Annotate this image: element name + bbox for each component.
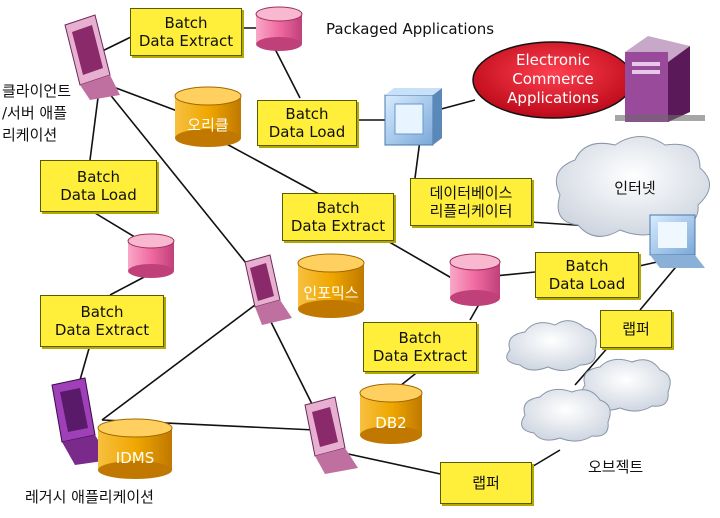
client-server-label: 클라이언트 /서버 애플 리케이션 <box>2 82 72 144</box>
cloud-icon <box>506 320 597 371</box>
packaged-applications-title: Packaged Applications <box>326 20 495 38</box>
box-text: 랩퍼 <box>622 320 650 338</box>
link <box>574 344 611 386</box>
cloud-icon <box>521 388 611 442</box>
legacy-label: 레거시 애플리케이션 <box>25 488 154 506</box>
box-text: Batch Data Load <box>268 105 346 141</box>
link <box>414 139 421 179</box>
link <box>329 449 446 476</box>
ecommerce-line-2: Commerce <box>512 70 593 88</box>
replicator-cube-icon <box>384 88 442 146</box>
batch-extract-top-box: Batch Data Extract <box>130 8 242 56</box>
db2-label: DB2 <box>375 414 406 432</box>
link <box>209 134 331 201</box>
client-terminal-icon <box>64 14 120 100</box>
oracle-label: 오리클 <box>187 116 228 134</box>
box-text: Batch Data Load <box>548 257 626 293</box>
db-replicator-box: 데이터베이스 리플리케이터 <box>410 178 532 226</box>
wrapper-bottom-box: 랩퍼 <box>440 462 532 504</box>
link <box>529 449 561 469</box>
link <box>109 274 149 296</box>
internet-label: 인터넷 <box>614 179 655 197</box>
box-text: Batch Data Extract <box>290 199 386 235</box>
db2-database: DB2 <box>359 383 423 444</box>
legacy-terminal-icon <box>51 377 110 465</box>
link <box>272 44 301 99</box>
batch-extract-center-box: Batch Data Extract <box>282 193 394 241</box>
link <box>101 304 256 421</box>
box-text: Batch Data Load <box>60 168 137 204</box>
batch-load-top-box: Batch Data Load <box>257 100 357 146</box>
cloud-icon <box>555 136 710 237</box>
pink-database-center <box>449 253 501 306</box>
internet-terminal-icon <box>649 214 705 268</box>
server-tower-icon <box>615 36 705 122</box>
idms-database: IDMS <box>97 418 173 479</box>
box-text: 데이터베이스 리플리케이터 <box>429 184 513 220</box>
box-text: Batch Data Extract <box>372 329 468 365</box>
wrapper-right-box: 랩퍼 <box>600 310 672 348</box>
pink-database-left <box>127 233 175 278</box>
informix-terminal-icon <box>244 254 292 325</box>
batch-load-left-box: Batch Data Load <box>40 160 157 212</box>
internet-cloud: 인터넷 <box>555 136 710 237</box>
box-text: Batch Data Extract <box>138 14 234 50</box>
pink-database-top <box>255 6 303 51</box>
informix-label: 인포믹스 <box>303 284 358 302</box>
ecommerce-applications: Electronic Commerce Applications <box>472 41 634 119</box>
link <box>79 344 91 381</box>
ecommerce-line-1: Electronic <box>516 51 590 69</box>
oracle-database: 오리클 <box>174 86 242 147</box>
batch-load-right-box: Batch Data Load <box>535 252 639 298</box>
batch-extract-lower-box: Batch Data Extract <box>363 322 477 372</box>
box-text: Batch Data Extract <box>54 303 150 339</box>
link <box>639 261 681 311</box>
batch-extract-left-box: Batch Data Extract <box>40 295 164 347</box>
idms-label: IDMS <box>116 449 154 467</box>
ecommerce-line-3: Applications <box>507 89 599 107</box>
informix-database: 인포믹스 <box>297 253 365 318</box>
link <box>99 81 251 269</box>
box-text: 랩퍼 <box>472 474 500 492</box>
object-label: 오브젝트 <box>588 458 644 476</box>
db2-terminal-icon <box>304 396 358 474</box>
